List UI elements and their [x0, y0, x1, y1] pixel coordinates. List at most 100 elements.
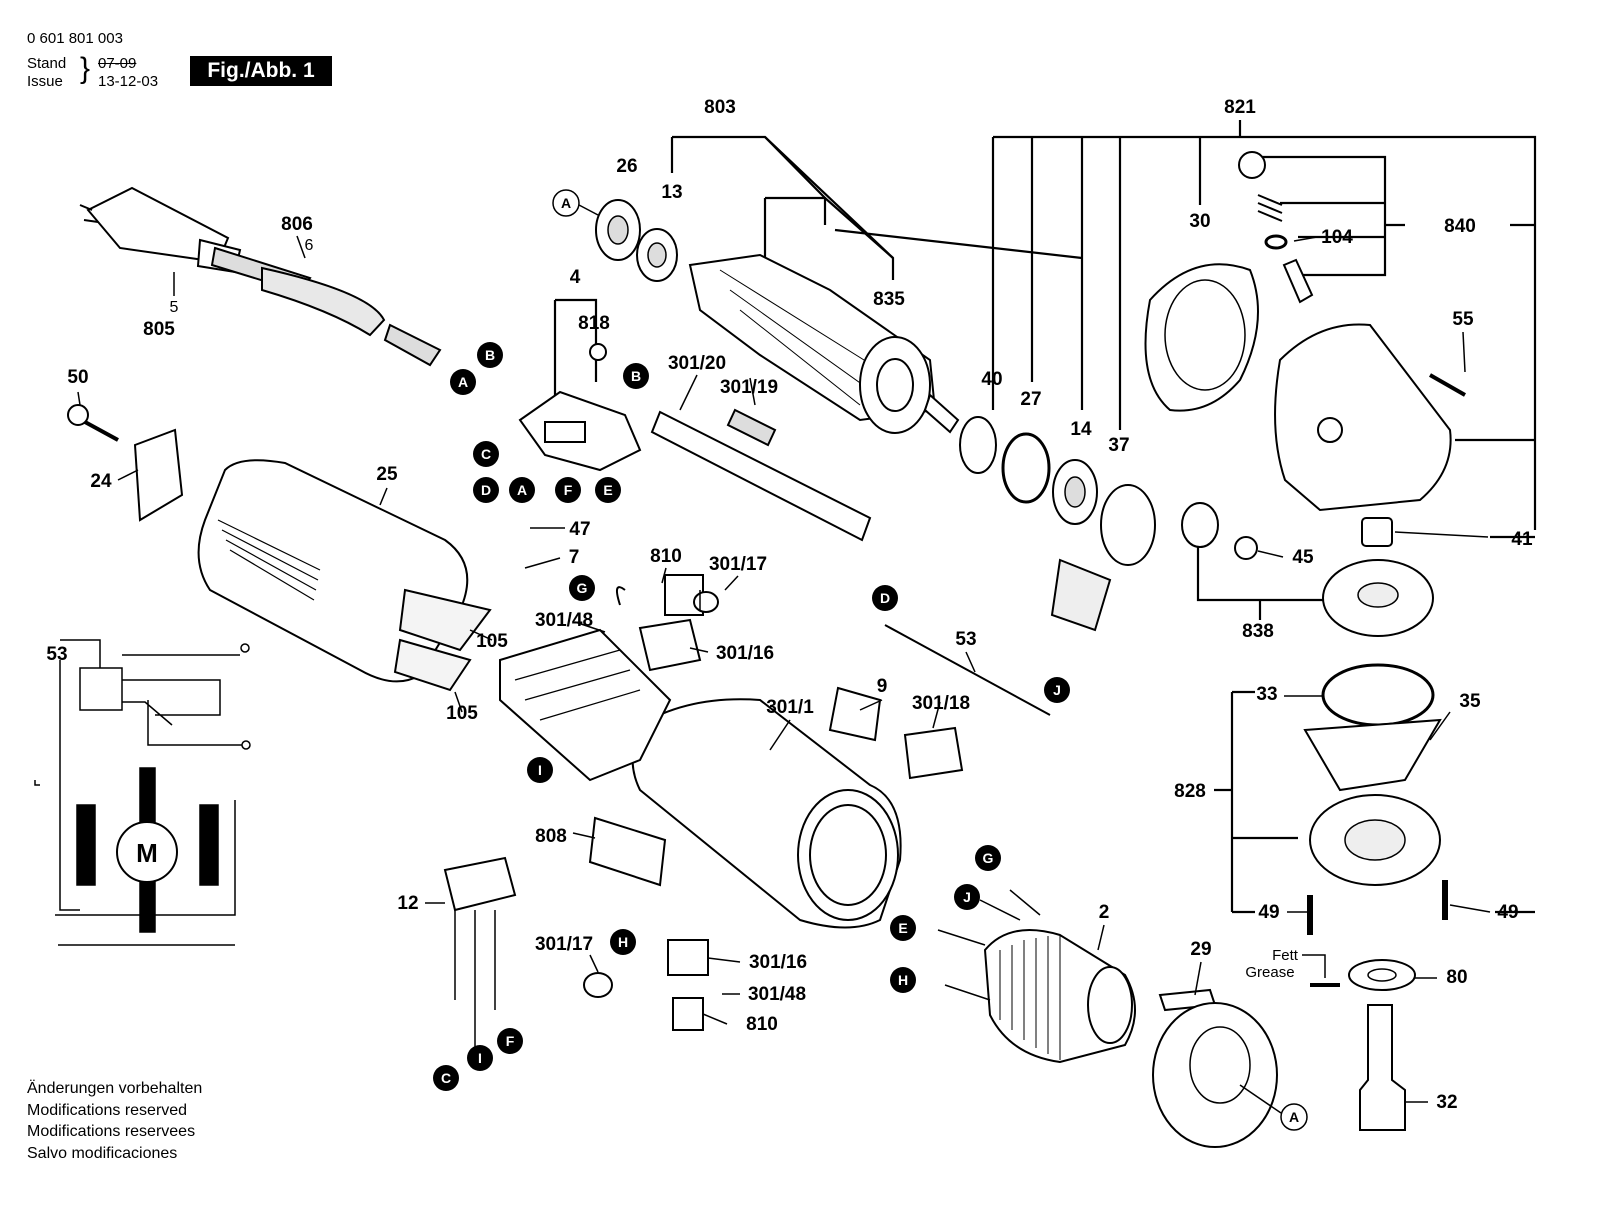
part-828: 828 [1174, 781, 1206, 802]
part-47: 47 [569, 519, 590, 540]
svg-text:H: H [898, 972, 908, 988]
part-25: 25 [376, 464, 398, 485]
part-26: 26 [616, 156, 637, 177]
part-45: 45 [1292, 547, 1314, 568]
label-9 [828, 686, 882, 742]
part-806: 806 [281, 214, 313, 235]
callout-A-2 [450, 369, 476, 395]
part-840: 840 [1444, 216, 1476, 237]
svg-text:H: H [618, 934, 628, 950]
svg-text:C: C [441, 1070, 451, 1086]
part-53: 53 [955, 629, 976, 650]
gear-housing [1274, 323, 1452, 512]
part-838: 838 [1242, 621, 1274, 642]
spindle-32 [1359, 1004, 1406, 1131]
part-104: 104 [1321, 227, 1353, 248]
notes-block: Änderungen vorbehalten Modifications res… [27, 1078, 202, 1164]
callout-J-2 [954, 884, 980, 910]
doc-number: 0 601 801 003 [27, 30, 123, 47]
callout-A-4 [1280, 1103, 1308, 1131]
callout-G-1 [569, 575, 595, 601]
part-810: 810 [650, 546, 682, 567]
needle-bearing-41 [1361, 517, 1393, 547]
callout-A-3 [509, 477, 535, 503]
svg-text:A: A [561, 195, 571, 211]
part-80: 80 [1446, 967, 1467, 988]
bearing-plate-37 [1100, 484, 1156, 566]
part-301-1: 301/1 [766, 697, 814, 718]
part-53-schematic: 53 [46, 644, 67, 665]
part-301-20: 301/20 [668, 353, 726, 374]
armature-835 [688, 253, 960, 434]
svg-text:E: E [603, 482, 612, 498]
svg-text:G: G [577, 580, 588, 596]
housing-cover-25 [197, 459, 492, 692]
svg-text:D: D [481, 482, 491, 498]
switch-assembly-4 [518, 343, 642, 472]
part-27: 27 [1020, 389, 1041, 410]
part-9: 9 [877, 676, 888, 697]
spindle-lock-button [1238, 151, 1266, 179]
svg-text:J: J [1053, 682, 1061, 698]
protective-guard-29 [1152, 1002, 1278, 1148]
figure-label: Fig./Abb. 1 [190, 56, 332, 86]
switch-part-301-18 [903, 726, 964, 780]
svg-text:A: A [517, 482, 527, 498]
callout-F-2 [497, 1028, 523, 1054]
part-835: 835 [873, 289, 905, 310]
part-301-17: 301/17 [709, 554, 767, 575]
old-date: 07-09 [98, 55, 137, 72]
part-12: 12 [397, 893, 418, 914]
part-24: 24 [90, 471, 112, 492]
part-40: 40 [981, 369, 1002, 390]
part-301-16: 301/16 [716, 643, 774, 664]
part-6: 6 [305, 237, 314, 254]
screw-50 [67, 404, 89, 426]
part-32: 32 [1436, 1092, 1457, 1113]
o-ring-104 [1264, 234, 1288, 250]
part-301-48: 301/48 [535, 610, 593, 631]
callout-F-1 [555, 477, 581, 503]
part-41: 41 [1511, 529, 1533, 550]
svg-text:A: A [458, 374, 468, 390]
connector-callouts: A B A B C D A F E G D J I G J E H H F [433, 189, 1308, 1131]
note-en: Modifications reserved [27, 1101, 188, 1119]
part-301-48-b: 301/48 [748, 984, 806, 1005]
callout-D-1 [473, 477, 499, 503]
part-37: 37 [1108, 435, 1129, 456]
wiring-schematic [34, 639, 251, 946]
part-808: 808 [535, 826, 567, 847]
part-49-b: 49 [1497, 902, 1518, 923]
part-105-b: 105 [446, 703, 478, 724]
callout-C-1 [473, 441, 499, 467]
callout-H-1 [890, 967, 916, 993]
part-821: 821 [1224, 97, 1256, 118]
part-301-18: 301/18 [912, 693, 970, 714]
carbon-brush-810b [672, 997, 704, 1031]
part-805: 805 [143, 319, 175, 340]
part-2: 2 [1099, 902, 1110, 923]
part-810-b: 810 [746, 1014, 778, 1035]
svg-text:B: B [485, 347, 495, 363]
part-301-19: 301/19 [720, 377, 778, 398]
pinion [1181, 502, 1219, 548]
issue-label: Issue [27, 73, 63, 90]
switch-rod [650, 410, 872, 542]
note-fr: Modifications reservees [27, 1123, 196, 1140]
field-coil-2 [983, 929, 1136, 1064]
callout-E-1 [595, 477, 621, 503]
callout-I-1 [527, 757, 553, 783]
part-33: 33 [1256, 684, 1277, 705]
part-49-a: 49 [1258, 902, 1279, 923]
part-35: 35 [1459, 691, 1481, 712]
wire-53 [884, 624, 1051, 716]
cord-protector [261, 266, 386, 337]
screw-55 [1429, 373, 1466, 397]
ring-27 [1001, 432, 1051, 504]
suppressor-12 [443, 856, 517, 912]
part-55: 55 [1452, 309, 1474, 330]
grease-label-de: Fett [1272, 947, 1299, 964]
leader-821 [993, 135, 1537, 530]
screws-49 [1307, 880, 1448, 935]
callout-I-2 [467, 1045, 493, 1071]
